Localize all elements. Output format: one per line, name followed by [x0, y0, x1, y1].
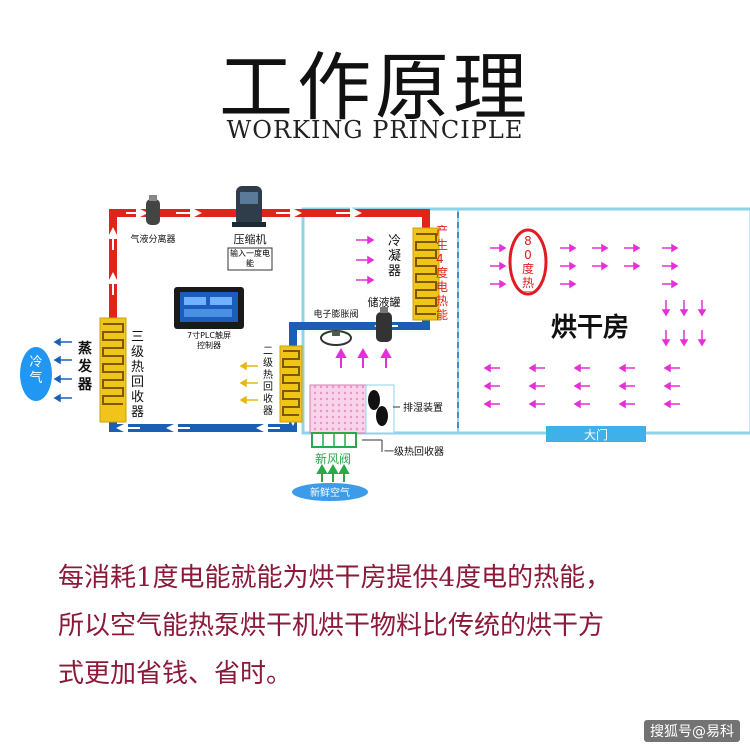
evaporator-coil	[99, 317, 127, 423]
gas-liquid-separator-label: 气液分离器	[130, 233, 175, 245]
receiver-label: 储液罐	[368, 295, 401, 309]
room-airflow-arrows	[483, 243, 707, 409]
expansion-valve-label: 电子膨胀阀	[313, 308, 358, 320]
fresh-air-badge	[292, 483, 368, 501]
fresh-air-valve-icon	[311, 432, 357, 448]
watermark: 搜狐号@易科	[644, 720, 740, 742]
dehumid-label: 排湿装置	[403, 401, 443, 414]
cold-air-label: 冷气	[29, 355, 43, 386]
third-recovery-label: 三级热回收器	[131, 330, 145, 420]
fresh-air-valve-label: 新风阀	[315, 451, 351, 466]
gas-liquid-separator-icon	[146, 195, 160, 225]
second-recovery-arrows	[239, 361, 258, 405]
page-title: 工作原理	[219, 45, 531, 131]
drying-room-label: 烘干房	[551, 313, 629, 343]
description-line-3: 式更加省钱、省时。	[58, 659, 293, 689]
updraft-arrows	[335, 347, 392, 368]
plc-controller	[174, 287, 244, 329]
receiver-icon	[376, 307, 392, 342]
second-recovery-label: 二级热回收器	[263, 346, 273, 417]
fresh-air-label: 新鲜空气	[310, 486, 350, 499]
cold-air-arrows	[53, 337, 72, 403]
page-subtitle: WORKING PRINCIPLE	[226, 116, 524, 144]
door-label: 大门	[584, 427, 608, 442]
expansion-valve-icon	[320, 330, 352, 346]
hot-pipe	[107, 207, 430, 325]
fan-icon	[368, 390, 388, 426]
hot-air-badge	[508, 228, 548, 296]
compressor-icon	[232, 186, 266, 227]
hot-air-label: 80度热风	[521, 234, 534, 292]
second-recovery-coil	[279, 345, 303, 423]
evaporator-label: 蒸发器	[78, 341, 92, 393]
input-energy-label: 输入一度电能	[230, 249, 270, 268]
condenser-arrows	[356, 235, 375, 285]
compressor-label: 压缩机	[234, 232, 267, 246]
cold-air-badge	[20, 347, 52, 401]
door	[546, 426, 646, 442]
input-energy-box: 输入一度电能	[227, 247, 273, 271]
description-line-1: 每消耗1度电能就能为烘干房提供4度电的热能，	[58, 563, 612, 593]
description-line-2: 所以空气能热泵烘干机烘干物料比传统的烘干方	[58, 611, 605, 641]
condenser-coil	[412, 227, 440, 321]
condenser-label: 冷凝器	[388, 234, 402, 279]
first-recovery-label: 一级热回收器	[384, 445, 444, 458]
fresh-air-arrows	[316, 463, 350, 482]
produce-heat-label: 产生4度电热能	[436, 224, 449, 322]
description: 每消耗1度电能就能为烘干房提供4度电的热能， 所以空气能热泵烘干机烘干物料比传统…	[58, 554, 718, 698]
first-recovery-unit	[309, 384, 367, 434]
plc-label: 7寸PLC触屏控制器	[187, 331, 231, 350]
